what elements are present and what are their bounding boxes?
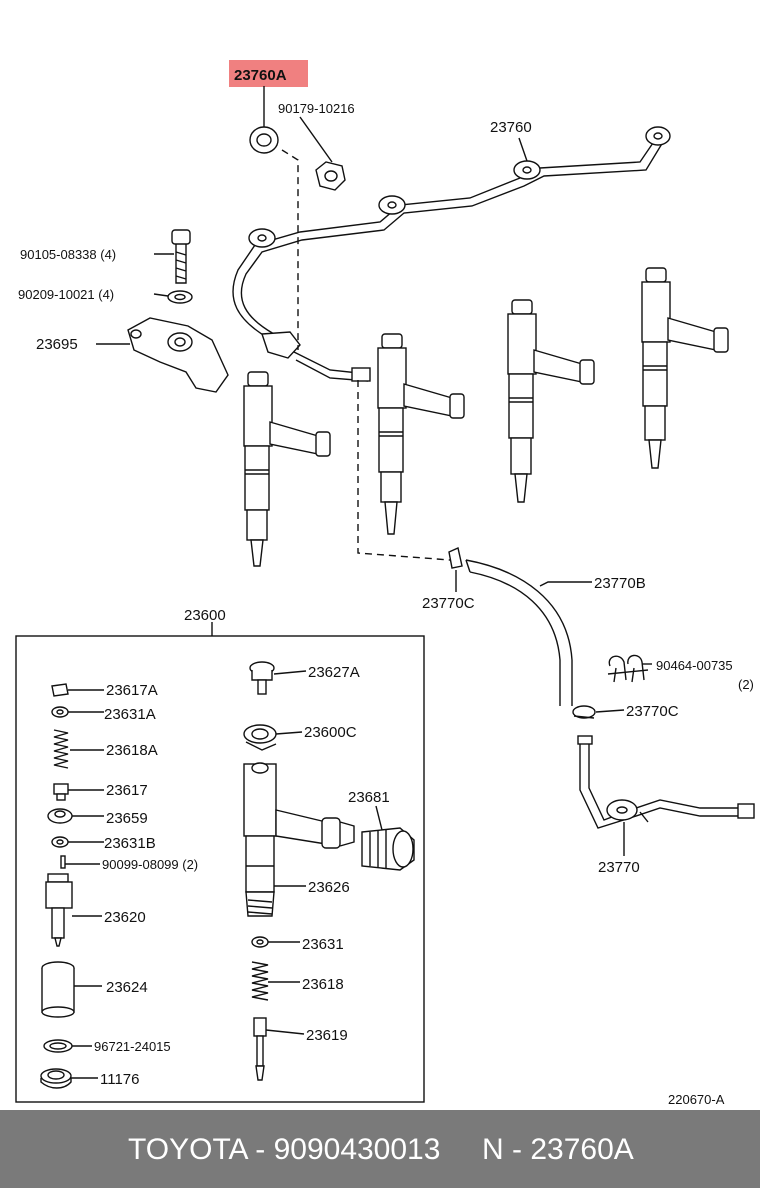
label-23631B: 23631B [104, 835, 156, 852]
label-23624: 23624 [106, 979, 148, 996]
highlight-box [229, 60, 308, 87]
label-23617A: 23617A [106, 682, 158, 699]
injector-4 [641, 267, 729, 469]
label-23600C: 23600C [304, 724, 357, 741]
label-23600: 23600 [184, 607, 226, 624]
dash-line-1 [281, 149, 299, 350]
label-23626: 23626 [308, 879, 350, 896]
label-23619: 23619 [306, 1027, 348, 1044]
pipe-23770 [577, 735, 755, 829]
part-23619-icon [253, 1017, 267, 1081]
part-23618A-icon [53, 729, 69, 769]
part-23617-icon [53, 783, 69, 801]
hose-23770B [465, 559, 573, 706]
part-23681-icon [361, 827, 415, 871]
part-23620-icon [45, 873, 73, 947]
label-96721-24015: 96721-24015 [94, 1039, 171, 1054]
footer-item-number: N - 23760A [482, 1133, 634, 1166]
leader-lines [65, 86, 652, 1079]
label-23770C-top: 23770C [422, 595, 475, 612]
part-23631B-icon [51, 836, 69, 848]
injector-3 [507, 299, 595, 503]
part-96721-icon [43, 1039, 73, 1053]
label-90464-qty: (2) [738, 677, 754, 692]
label-23695: 23695 [36, 336, 78, 353]
label-23659: 23659 [106, 810, 148, 827]
parts-diagram: 23760A 90179-10216 23760 90105-08338 (4)… [15, 60, 755, 1107]
nut-90179 [315, 161, 346, 191]
label-90179-10216: 90179-10216 [278, 101, 355, 116]
part-23631A-icon [51, 706, 69, 718]
diagram-ref-number: 220670-A [668, 1092, 725, 1107]
label-90099-08099: 90099-08099 (2) [102, 857, 198, 872]
label-23617: 23617 [106, 782, 148, 799]
label-23681: 23681 [348, 789, 390, 806]
part-23618-icon [251, 961, 269, 1001]
bolt-90105 [171, 229, 191, 284]
label-23770C-bottom: 23770C [626, 703, 679, 720]
part-23624-icon [41, 961, 75, 1018]
label-23618: 23618 [302, 976, 344, 993]
part-23626-icon [243, 762, 355, 917]
dash-line-2 [357, 380, 451, 561]
clamp-23695 [127, 317, 229, 393]
label-23770B: 23770B [594, 575, 646, 592]
part-23600C-icon [243, 724, 277, 751]
label-23760: 23760 [490, 119, 532, 136]
part-90099-icon [60, 855, 66, 869]
label-23627A: 23627A [308, 664, 360, 681]
label-23760A: 23760A [234, 67, 287, 84]
label-90464-00735: 90464-00735 [656, 658, 733, 673]
injection-pipe-23760 [232, 126, 671, 382]
washer-90209 [167, 290, 193, 304]
part-23627A-icon [249, 661, 275, 695]
clamp-23770C-bottom [572, 705, 596, 719]
footer-bar: TOYOTA - 9090430013 N - 23760A [0, 1110, 760, 1188]
assembly-box-23600 [15, 635, 425, 1103]
label-11176: 11176 [100, 1071, 140, 1088]
label-23631A: 23631A [104, 706, 156, 723]
union-23770C-top [448, 547, 463, 569]
footer-brand-part-number: TOYOTA - 9090430013 [128, 1133, 441, 1166]
label-90209-10021: 90209-10021 (4) [18, 287, 114, 302]
injector-2 [377, 333, 465, 535]
injector-1 [243, 371, 331, 567]
clip-90464 [607, 654, 649, 683]
washer-23760A [249, 126, 279, 154]
part-11176-icon [40, 1068, 72, 1089]
part-23631-icon [251, 936, 269, 948]
label-23618A: 23618A [106, 742, 158, 759]
label-23770: 23770 [598, 859, 640, 876]
label-23631: 23631 [302, 936, 344, 953]
part-23659-icon [47, 808, 73, 824]
label-23620: 23620 [104, 909, 146, 926]
part-23617A-icon [51, 683, 69, 697]
label-90105-08338: 90105-08338 (4) [20, 247, 116, 262]
